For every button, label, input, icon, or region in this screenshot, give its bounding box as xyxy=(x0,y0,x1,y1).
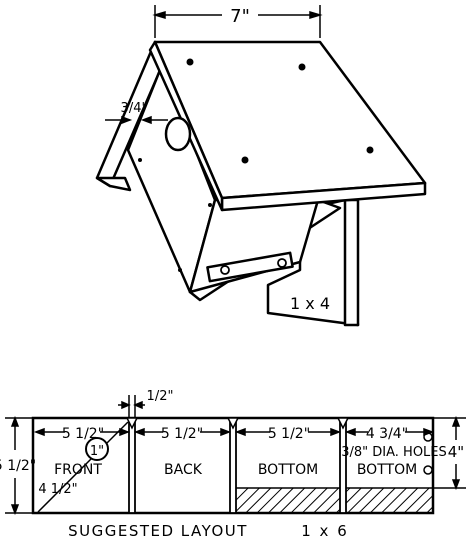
height-label-left: 5 1/2" xyxy=(0,458,36,474)
nail-dot xyxy=(208,203,212,207)
bottom-hole xyxy=(277,258,287,268)
post-label: 1 x 4 xyxy=(290,294,330,313)
nail-dot xyxy=(186,58,194,66)
bottom2-width-label: 4 3/4" xyxy=(366,426,408,442)
layout-board xyxy=(31,416,435,515)
bottom-hole xyxy=(220,265,230,275)
small-hole xyxy=(423,465,433,475)
birdhouse-details xyxy=(138,58,374,275)
cut-bottom-bottom xyxy=(339,417,347,514)
nail-dot xyxy=(298,63,306,71)
back-piece-label: BACK xyxy=(164,462,203,478)
gap-label: 1/2" xyxy=(147,389,174,404)
height-dimension-right xyxy=(434,415,466,491)
thickness-label: 3/4" xyxy=(121,101,148,116)
height-dimension-left xyxy=(5,415,32,516)
post-edge xyxy=(343,198,360,327)
bottom-width-label: 5 1/2" xyxy=(268,426,310,442)
bottom-piece-label: BOTTOM xyxy=(258,462,318,478)
height-label-right: 4" xyxy=(448,443,464,461)
hole-size-label: 1" xyxy=(90,444,104,459)
roof-width-dimension xyxy=(152,5,323,38)
back-width-label: 5 1/2" xyxy=(161,426,203,442)
bottom-slot xyxy=(206,251,294,283)
nail-dot xyxy=(178,268,182,272)
birdhouse-drawing xyxy=(95,40,427,327)
layout-caption-size: 1 x 6 xyxy=(301,522,349,540)
nail-dot xyxy=(366,146,374,154)
nail-dot xyxy=(241,156,249,164)
roof-width-label: 7" xyxy=(230,6,250,27)
front-slant-label: 4 1/2" xyxy=(38,482,77,497)
gap-dimension xyxy=(118,395,145,417)
left-roof-face xyxy=(95,176,132,192)
nail-dot xyxy=(138,158,142,162)
front-piece-label: FRONT xyxy=(54,462,102,478)
entrance-hole xyxy=(164,116,192,152)
front-hole xyxy=(85,437,109,461)
cut-back-bottom xyxy=(229,417,237,514)
cut-front-back xyxy=(128,417,136,514)
bottom2-piece-label: BOTTOM xyxy=(357,462,417,478)
front-width-label: 5 1/2" xyxy=(62,426,104,442)
width-dimensions xyxy=(33,427,435,437)
piece-labels: 5 1/2" 5 1/2" 5 1/2" 4 3/4" FRONT BACK B… xyxy=(38,426,446,497)
thickness-dimension xyxy=(105,115,168,125)
layout-caption: SUGGESTED LAYOUT xyxy=(68,522,248,540)
waste-area xyxy=(234,487,434,514)
holes-note: 3/8" DIA. HOLES xyxy=(341,445,447,460)
